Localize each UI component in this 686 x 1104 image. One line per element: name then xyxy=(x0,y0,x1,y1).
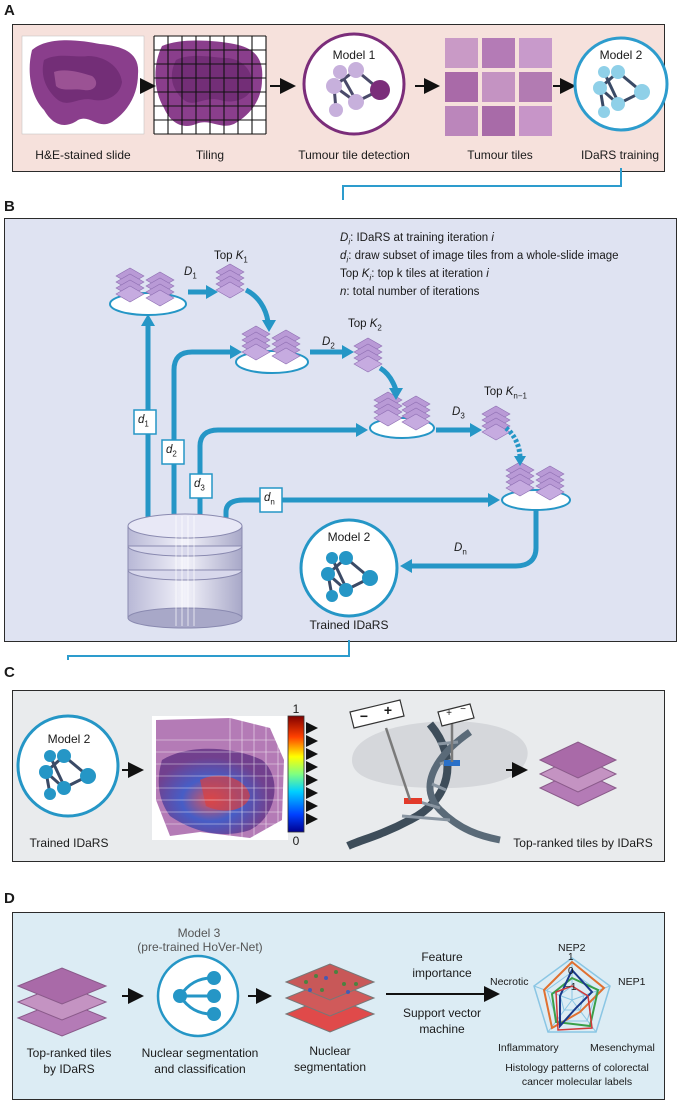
panel-d-letter: D xyxy=(4,890,15,907)
panel-b-graphics xyxy=(67,263,571,660)
radar-tick-0: 0 xyxy=(568,966,574,977)
label-dn: dn xyxy=(264,492,275,507)
heatmap-image xyxy=(152,716,288,840)
feature-importance-l1: Feature xyxy=(421,950,463,964)
dn-box xyxy=(259,487,283,513)
label-tumour-tiles: Tumour tiles xyxy=(467,148,533,162)
label-he-slide: H&E-stained slide xyxy=(35,148,131,162)
colorbar-arrows xyxy=(306,722,318,825)
radar-axis-nep1: NEP1 xyxy=(618,976,646,988)
label-D1: D1 xyxy=(184,266,197,281)
legend-D: Di: IDaRS at training iteration i xyxy=(340,232,494,247)
arrow-d-sub3 xyxy=(197,427,356,520)
legend-d: di: draw subset of image tiles from a wh… xyxy=(340,250,619,265)
hovernet-label: (pre-trained HoVer-Net) xyxy=(137,940,263,954)
d1-box xyxy=(133,409,157,435)
label-d1: d1 xyxy=(138,414,149,429)
radar-caption-l1: Histology patterns of colorectal xyxy=(505,1062,649,1074)
arrow-k1-down xyxy=(244,287,271,323)
svm-l1: Support vector xyxy=(402,1006,482,1020)
model2-label-c: Model 2 xyxy=(47,732,91,746)
connector-a-b xyxy=(342,168,622,200)
label-topK1: Top K1 xyxy=(214,250,248,265)
label-detection: Tumour tile detection xyxy=(298,148,410,162)
trained-idars-label-c: Trained IDaRS xyxy=(29,836,109,850)
label-D3: D3 xyxy=(452,406,465,421)
radar-caption-l2: cancer molecular labels xyxy=(521,1076,633,1088)
model1-circle xyxy=(302,32,406,136)
colorbar-min-label: 0 xyxy=(292,834,300,848)
top-ranked-label-c: Top-ranked tiles by IDaRS xyxy=(513,836,653,850)
radar-tick-1: 1 xyxy=(568,952,574,963)
model2-circle-b xyxy=(299,518,399,618)
seg-label-d2: and classification xyxy=(154,1062,246,1076)
iteration-3-group xyxy=(369,391,435,439)
legend-topK: Top Ki: top k tiles at iteration i xyxy=(340,268,489,283)
tiles-label-d2: by IDaRS xyxy=(43,1062,95,1076)
panel-b-letter: B xyxy=(4,198,15,215)
top-ranked-tiles-stack-c xyxy=(538,741,618,807)
label-tiling: Tiling xyxy=(195,148,225,162)
plus-minus-sign xyxy=(437,703,475,727)
model2-circle-c xyxy=(16,714,120,818)
sign-minus-small: − xyxy=(460,704,466,715)
legend-n: n: total number of iterations xyxy=(340,286,480,298)
label-topKn1: Top Kn−1 xyxy=(484,386,527,401)
he-slide-image xyxy=(21,35,145,135)
arrow-dn-out xyxy=(412,510,539,569)
radar-axis-mesenchymal: Mesenchymal xyxy=(590,1042,655,1054)
radar-chart xyxy=(533,957,611,1033)
tiling-image xyxy=(153,35,267,135)
radar-axis-inflammatory: Inflammatory xyxy=(498,1042,559,1054)
label-D2: D2 xyxy=(322,336,335,351)
label-d2: d2 xyxy=(166,444,177,459)
dna-scene xyxy=(346,699,528,850)
model2-circle-a xyxy=(573,36,669,132)
seg-label-d1: Nuclear segmentation xyxy=(141,1046,259,1060)
model2-label-b: Model 2 xyxy=(327,530,371,544)
tumour-tiles-grid xyxy=(445,38,552,136)
nuclear-segmentation-stack xyxy=(284,963,376,1033)
arrow-d-sub2 xyxy=(171,349,230,520)
panel-c-graphics xyxy=(16,699,618,850)
model3-circle xyxy=(156,954,240,1038)
minus-plus-sign xyxy=(349,699,405,729)
connector-b-c xyxy=(67,640,350,660)
radar-tick-neg1: −1 xyxy=(565,982,577,993)
colorbar xyxy=(287,715,305,833)
model2-label-a: Model 2 xyxy=(599,48,643,62)
label-idars-training: IDaRS training xyxy=(580,148,660,162)
tiles-label-d1: Top-ranked tiles xyxy=(26,1046,112,1060)
model3-label: Model 3 xyxy=(177,926,221,940)
database-icon xyxy=(127,513,243,629)
colorbar-max-label: 1 xyxy=(292,702,300,716)
radar-axis-necrotic: Necrotic xyxy=(490,976,529,988)
top-ranked-tiles-stack-d xyxy=(16,967,108,1037)
d3-box xyxy=(189,473,213,499)
label-topK2: Top K2 xyxy=(348,318,382,333)
panel-c-letter: C xyxy=(4,664,15,681)
panel-a-graphics xyxy=(21,32,669,200)
sign-plus: + xyxy=(383,702,393,718)
nuc-label-d2: segmentation xyxy=(293,1060,367,1074)
model1-label: Model 1 xyxy=(332,48,376,62)
sign-minus: − xyxy=(359,708,369,724)
arrow-d-subn xyxy=(223,497,488,520)
arrow-kn1-dashed xyxy=(504,426,523,459)
panel-a-letter: A xyxy=(4,2,15,19)
radar-axis-nep2: NEP2 xyxy=(558,942,586,954)
trained-idars-label-b: Trained IDaRS xyxy=(309,618,389,632)
d2-box xyxy=(161,439,185,465)
label-Dn: Dn xyxy=(454,542,467,557)
iteration-2-group xyxy=(235,325,309,374)
label-d3: d3 xyxy=(194,478,205,493)
svm-l2: machine xyxy=(419,1022,465,1036)
sign-plus-small: + xyxy=(446,708,452,719)
nuc-label-d1: Nuclear xyxy=(309,1044,351,1058)
feature-importance-l2: importance xyxy=(412,966,472,980)
